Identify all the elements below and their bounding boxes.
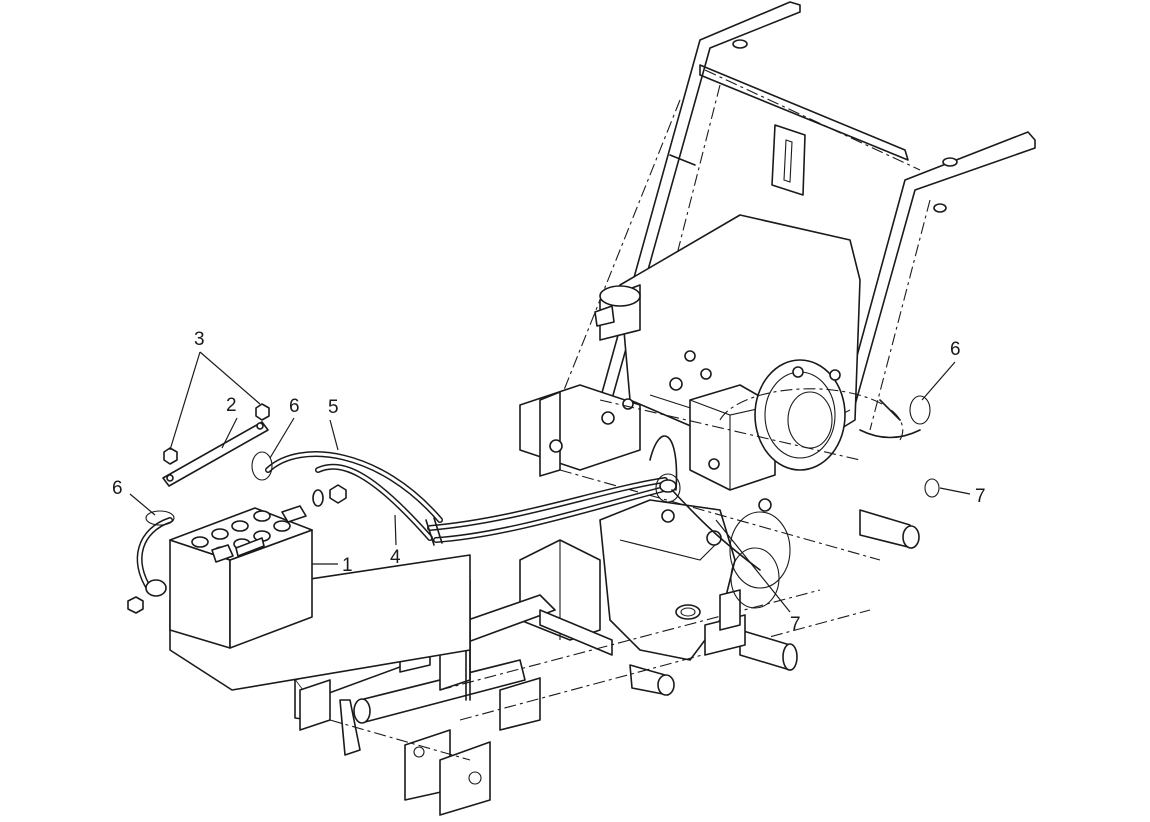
cable-ties (145, 395, 931, 526)
callout-3: 3 (194, 329, 205, 350)
battery-hold-down-strap (162, 421, 269, 487)
callout-6-battery: 6 (112, 478, 123, 499)
battery-cables (136, 399, 921, 597)
battery (169, 505, 471, 691)
callout-4: 4 (390, 547, 401, 568)
callout-7-right: 7 (975, 486, 986, 507)
leader-lines (129, 351, 971, 613)
callout-7-lower: 7 (790, 614, 801, 635)
callout-6-strap: 6 (289, 396, 300, 417)
callout-2: 2 (226, 395, 237, 416)
handlebar-frame (559, 1, 1036, 431)
hose-clips (729, 478, 940, 609)
callout-5: 5 (328, 397, 339, 418)
callout-6-right: 6 (950, 339, 961, 360)
callout-labels: 1 2 3 4 5 6 6 6 7 7 (112, 329, 986, 635)
hex-nuts (127, 403, 347, 614)
callout-1: 1 (342, 555, 353, 576)
engine-assembly (594, 214, 904, 512)
